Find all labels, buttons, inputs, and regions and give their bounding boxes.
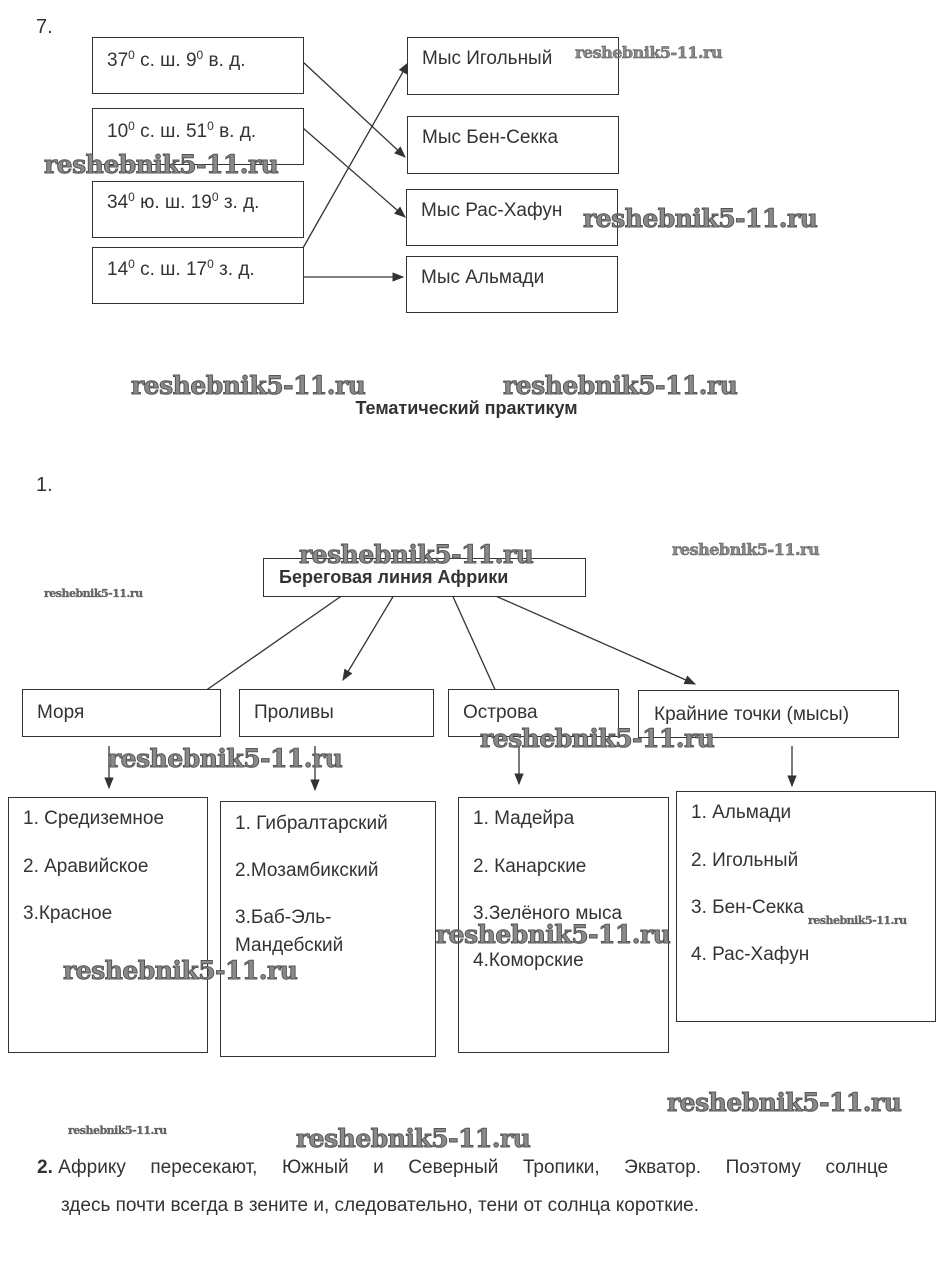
root-box: Береговая линия Африки <box>263 558 586 597</box>
watermark: reshebnik5-11.ru <box>582 204 818 234</box>
list-item: 4.Коморские <box>473 950 584 971</box>
coordinate-text: 100 с. ш. 510 в. д. <box>107 119 257 142</box>
list-box-islands: 1. Мадейра 2. Канарские 3.Зелёного мыса … <box>458 797 669 1053</box>
match-arrow <box>302 61 409 249</box>
task-number: 7. <box>36 16 53 38</box>
list-item: 2. Аравийское <box>23 856 149 877</box>
cape-box: Мыс Рас-Хафун <box>406 189 618 246</box>
cape-label: Мыс Бен-Секка <box>422 127 559 148</box>
coordinate-box: 340 ю. ш. 190 з. д. <box>92 181 304 238</box>
watermark: reshebnik5-11.ru <box>502 371 738 401</box>
list-item: 3.Красное <box>23 903 113 924</box>
list-box-straits: 1. Гибралтарский 2.Мозамбикский 3.Баб-Эл… <box>220 801 436 1057</box>
category-label: Острова <box>463 702 538 723</box>
category-box: Острова <box>448 689 619 737</box>
watermark: reshebnik5-11.ru <box>130 371 366 401</box>
category-label: Моря <box>37 702 85 723</box>
list-item: 2. Игольный <box>691 850 799 871</box>
match-arrow <box>302 61 406 158</box>
list-item: 2.Мозамбикский <box>235 860 379 881</box>
cape-box: Мыс Бен-Секка <box>407 116 619 174</box>
list-item: 1. Гибралтарский <box>235 813 388 834</box>
coordinate-box: 370 с. ш. 90 в. д. <box>92 37 304 94</box>
cape-label: Мыс Рас-Хафун <box>421 200 563 221</box>
section-title: Тематический практикум <box>355 398 578 418</box>
list-item: 3.Баб-Эль- <box>235 907 332 928</box>
category-box: Проливы <box>239 689 434 737</box>
watermark: reshebnik5-11.ru <box>666 1088 902 1118</box>
list-item: 1. Мадейра <box>473 808 575 829</box>
coordinate-text: 140 с. ш. 170 з. д. <box>107 257 255 280</box>
watermark: reshebnik5-11.ru <box>107 744 343 774</box>
cape-box: Мыс Альмади <box>406 256 618 313</box>
tree-arrow <box>449 589 503 707</box>
task-number: 2. <box>37 1157 53 1178</box>
list-item: 2. Канарские <box>473 856 587 877</box>
list-item: Мандебский <box>235 935 344 956</box>
task2-line2: здесь почти всегда в зените и, следовате… <box>61 1195 700 1216</box>
coordinate-box: 100 с. ш. 510 в. д. <box>92 108 304 165</box>
category-box: Крайние точки (мысы) <box>638 690 899 738</box>
list-item: 3. Бен-Секка <box>691 897 804 918</box>
tree-arrow <box>481 589 697 685</box>
tree-arrow <box>342 589 398 682</box>
category-label: Проливы <box>254 702 334 723</box>
watermark: reshebnik5-11.ru <box>68 1124 167 1137</box>
category-box: Моря <box>22 689 221 737</box>
task2-paragraph: 2. Африку пересекают, Южный и Северный Т… <box>37 1149 897 1225</box>
coordinate-text: 370 с. ш. 90 в. д. <box>107 48 246 71</box>
list-item: 3.Зелёного мыса <box>473 903 623 924</box>
task-number: 1. <box>36 474 53 496</box>
cape-box: Мыс Игольный <box>407 37 619 95</box>
list-item: 1. Средиземное <box>23 808 165 829</box>
watermark: reshebnik5-11.ru <box>672 540 820 560</box>
list-item: 4. Рас-Хафун <box>691 944 810 965</box>
category-label: Крайние точки (мысы) <box>654 704 850 725</box>
cape-label: Мыс Игольный <box>422 48 553 69</box>
coordinate-box: 140 с. ш. 170 з. д. <box>92 247 304 304</box>
list-box-capes: 1. Альмади 2. Игольный 3. Бен-Секка 4. Р… <box>676 791 936 1022</box>
match-arrow <box>302 127 406 218</box>
root-label: Береговая линия Африки <box>279 567 509 587</box>
cape-label: Мыс Альмади <box>421 267 545 288</box>
task2-line1: Африку пересекают, Южный и Северный Троп… <box>58 1157 889 1178</box>
tree-arrow <box>184 589 351 706</box>
list-box-seas: 1. Средиземное 2. Аравийское 3.Красное <box>8 797 208 1053</box>
list-item: 1. Альмади <box>691 802 792 823</box>
watermark: reshebnik5-11.ru <box>44 587 143 600</box>
coordinate-text: 340 ю. ш. 190 з. д. <box>107 190 260 213</box>
